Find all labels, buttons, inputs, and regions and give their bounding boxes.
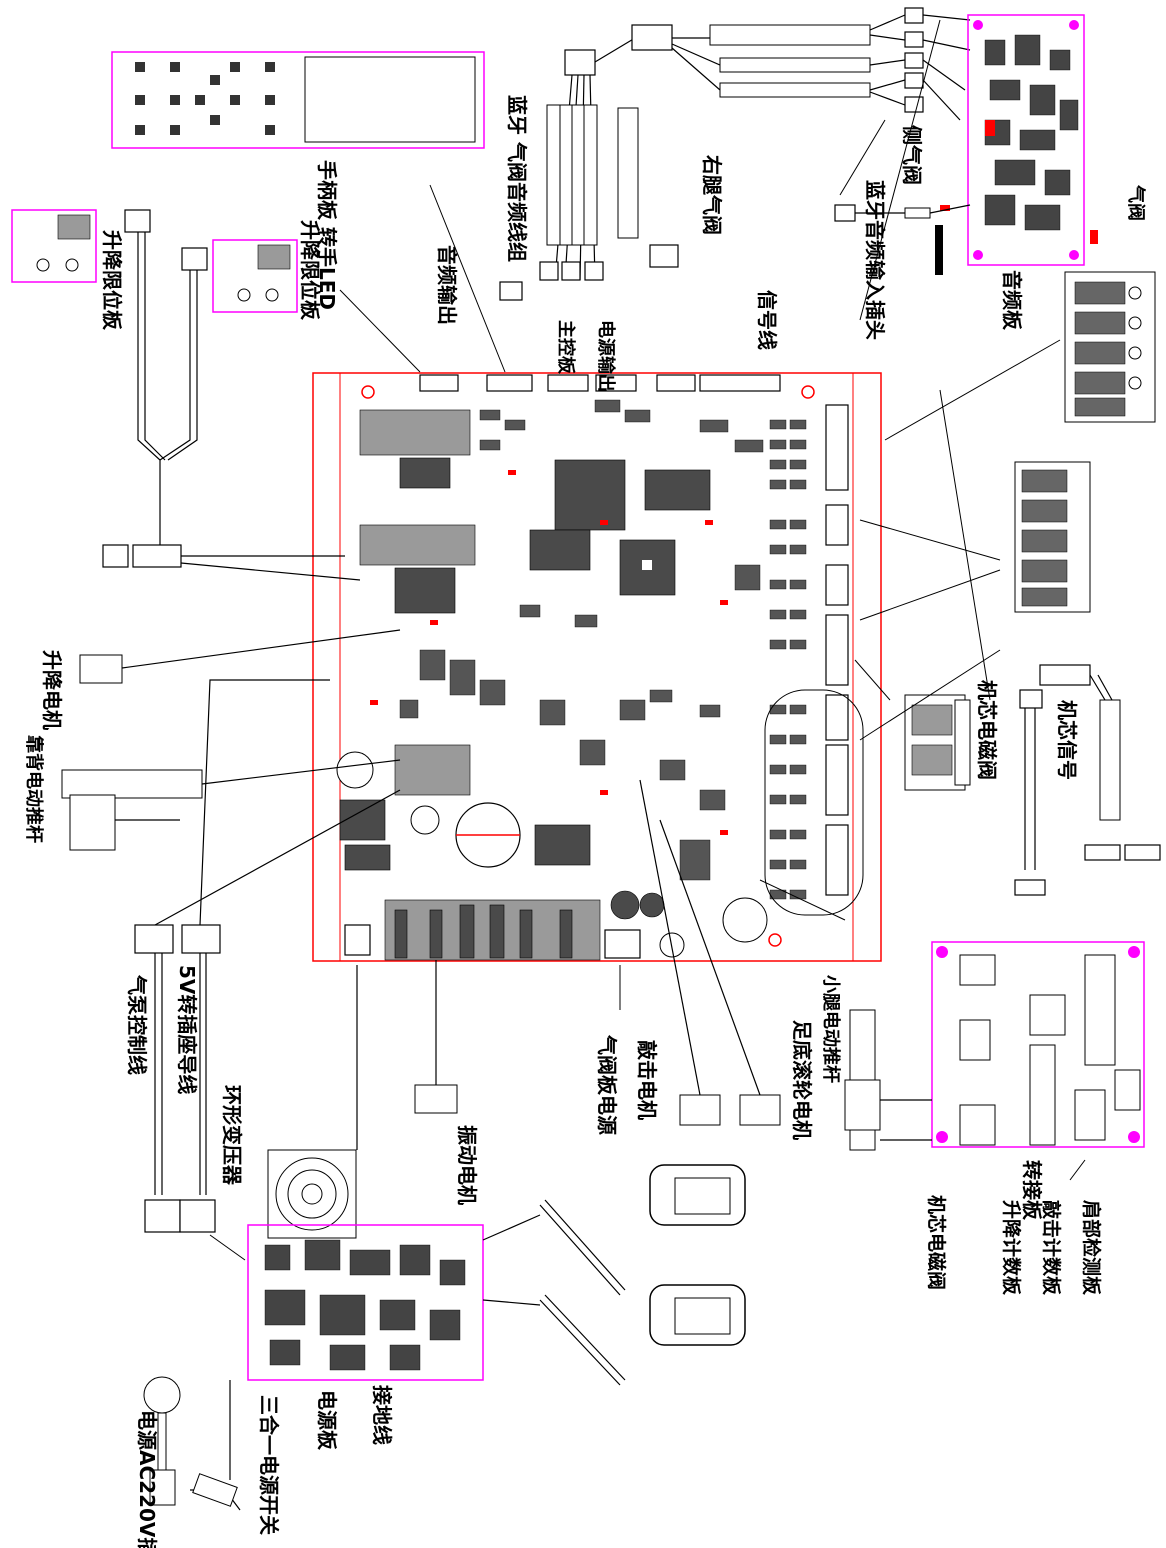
- backrest-push-rod: [61, 759, 401, 851]
- label-speaker-output: 蓝牙音频输入插头: [863, 180, 887, 340]
- label-airbag-board: 音频板: [1000, 270, 1024, 331]
- airbag-board: [935, 14, 1098, 275]
- knead-motor-unit: [639, 779, 781, 1126]
- bluetooth-input-connector: [834, 204, 971, 222]
- left-harness: [102, 232, 361, 581]
- connection-board: [931, 941, 1145, 1148]
- label-5v-wire: 5V转插座导线: [175, 965, 199, 1094]
- main-control-board: [312, 372, 882, 962]
- label-motion-board: 机芯电磁阀: [975, 680, 999, 780]
- label-motion-signal: 机芯信号: [1055, 700, 1079, 780]
- label-lift-motor: 升降电机: [40, 650, 64, 730]
- label-valve-control: 气阀板电源: [595, 1034, 619, 1135]
- air-pump-harness: [134, 679, 401, 1233]
- label-lift-limit-right: 升降限位板: [298, 220, 322, 321]
- transformer: [267, 965, 358, 1239]
- label-power-input: 电源AC220V插头: [135, 1410, 159, 1548]
- handle-board: [111, 51, 485, 149]
- air-pump-1: [539, 1164, 746, 1296]
- label-power-board: 电源板: [315, 1390, 339, 1451]
- leader-lines: [209, 19, 1086, 1261]
- label-side-air: 侧气阀: [900, 125, 924, 185]
- label-board-legend-2: 升降计数板: [1000, 1200, 1023, 1296]
- motion-solenoid: [904, 694, 971, 791]
- air-valve-block-lower: [1014, 461, 1091, 613]
- label-airbag-right: 右腿气阀: [700, 155, 724, 235]
- label-airbag-small: 气阀: [1125, 184, 1147, 221]
- label-main-b: 电源输出: [595, 320, 617, 392]
- label-backrest-push-rod: 靠背电动推杆: [23, 735, 45, 843]
- signal-harness: [1014, 664, 1161, 896]
- label-board-legend-4: 机芯电磁阀: [925, 1195, 948, 1290]
- top-harness: [499, 34, 679, 301]
- label-lift-limit-left: 升降限位板: [100, 230, 124, 331]
- top-right-harness: [631, 7, 971, 121]
- label-board-legend-3: 敲击计数板: [1040, 1200, 1063, 1296]
- lift-limit-board-left: [11, 209, 151, 283]
- label-foot-roller: 足底滚轮电机: [790, 1020, 814, 1140]
- label-knead-motor: 敲击电机: [635, 1040, 659, 1120]
- label-ground-wire: 接地线: [370, 1385, 394, 1445]
- label-transformer: 环形变压器: [220, 1085, 244, 1186]
- label-calf-push-rod: 小腿电动推杆: [820, 975, 842, 1083]
- label-airbag-set1: 音频输出: [435, 245, 459, 325]
- label-pressure-switch: 气泵控制线: [125, 974, 149, 1075]
- label-board-legend-1: 肩部检测板: [1080, 1200, 1103, 1296]
- power-switch-unit: [190, 1380, 241, 1511]
- label-handle-board: 手柄板 转手LED: [315, 160, 339, 310]
- power-plug: [143, 1376, 181, 1506]
- power-board: [247, 1214, 541, 1381]
- label-vibration-motor: 振动电机: [455, 1125, 479, 1205]
- label-main-a: 主控板: [555, 320, 577, 375]
- vibration-motor: [414, 960, 458, 1114]
- lift-limit-board-right: [181, 239, 298, 313]
- label-signal-top: 信号线: [755, 290, 779, 350]
- calf-push-rod: [844, 1009, 932, 1151]
- labels: 手柄板 转手LED 升降限位板 升降限位板 升降电机 靠背电动推杆 气泵控制线 …: [23, 95, 1147, 1548]
- label-connection-board: 转接板: [1020, 1160, 1044, 1221]
- lift-motor: [79, 629, 401, 684]
- air-pump-2: [539, 1284, 746, 1386]
- label-harness-top: 蓝牙 气阀音频线组: [505, 95, 529, 262]
- air-valve-block-upper: [1064, 271, 1156, 423]
- label-power-switch: 三合一电源开关: [257, 1395, 281, 1535]
